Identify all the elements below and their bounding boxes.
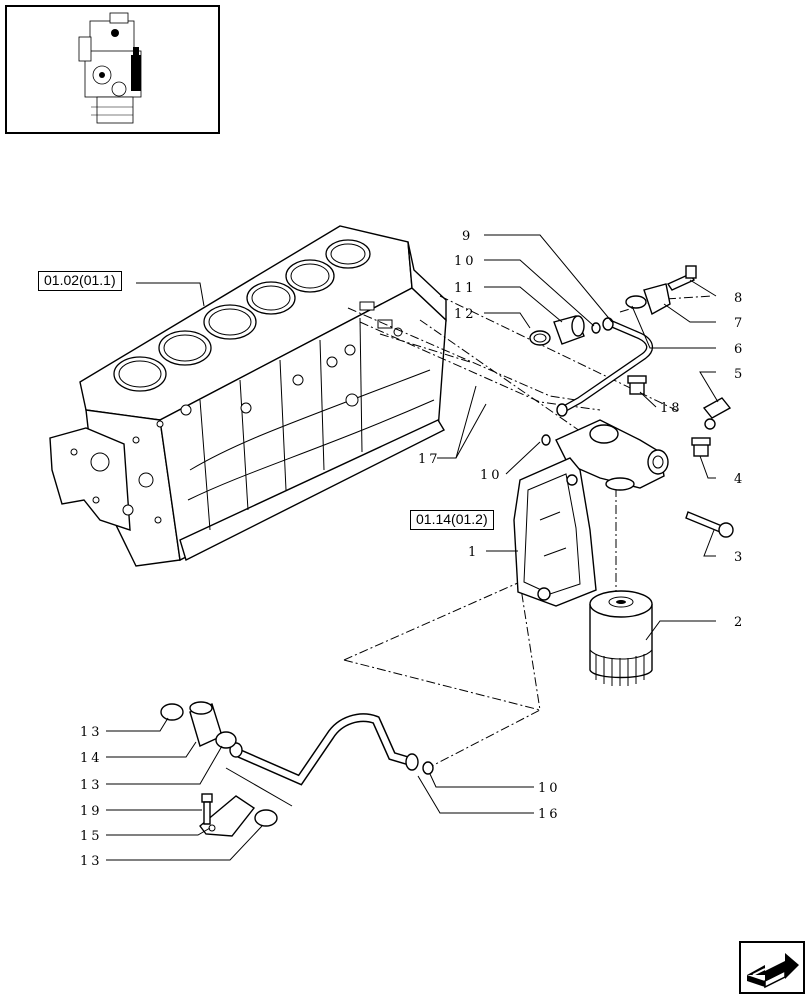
callout-10: 10 — [480, 468, 503, 483]
callout-labels: 9 10 11 12 8 7 6 5 18 17 10 4 3 1 2 13 1… — [80, 229, 745, 869]
bolt-8 — [666, 265, 697, 291]
bolt-3 — [685, 511, 734, 538]
callout-6: 6 — [734, 342, 745, 357]
plug-18 — [627, 375, 647, 395]
callout-10: 10 — [538, 781, 561, 796]
screw-19 — [201, 793, 213, 825]
plug-4 — [691, 437, 711, 457]
callout-16: 16 — [538, 807, 561, 822]
callout-5: 5 — [734, 367, 745, 382]
callout-7: 7 — [734, 316, 745, 331]
support-bracket-15 — [199, 795, 256, 837]
clamp-13b — [215, 731, 237, 749]
return-pipe — [225, 713, 419, 807]
cylinder-block-reference[interactable]: 01.02(01.1) — [38, 271, 122, 291]
o-ring-12 — [529, 330, 551, 346]
next-page-arrow-icon — [747, 953, 799, 989]
o-ring-10a — [591, 322, 601, 334]
next-page-button[interactable] — [739, 941, 805, 994]
o-ring-10b — [541, 434, 551, 446]
sensor-5 — [702, 397, 732, 430]
callout-9: 9 — [462, 229, 473, 244]
engine-thumbnail-icon — [78, 12, 142, 124]
callout-17: 17 — [418, 452, 441, 467]
callout-3: 3 — [734, 550, 745, 565]
callout-18: 18 — [660, 401, 683, 416]
union-fitting-11 — [553, 315, 585, 345]
callout-19: 19 — [80, 804, 103, 819]
callout-14: 14 — [80, 751, 103, 766]
callout-10: 10 — [454, 254, 477, 269]
callout-15: 15 — [80, 829, 103, 844]
callout-2: 2 — [734, 615, 745, 630]
callout-1: 1 — [468, 545, 479, 560]
callout-11: 11 — [454, 281, 477, 296]
clamp-13a — [160, 703, 184, 721]
o-ring-10c — [422, 761, 434, 775]
bracket-7 — [625, 283, 671, 316]
cylinder-block — [49, 225, 447, 567]
leader-lines — [106, 234, 719, 861]
oil-cooler-reference[interactable]: 01.14(01.2) — [410, 510, 494, 530]
callout-8: 8 — [734, 291, 745, 306]
callout-13: 13 — [80, 725, 103, 740]
hose-14 — [189, 701, 223, 747]
engine-thumbnail[interactable] — [5, 5, 220, 134]
clamp-13c — [254, 809, 278, 827]
callout-4: 4 — [734, 472, 745, 487]
callout-13: 13 — [80, 778, 103, 793]
callout-12: 12 — [454, 307, 477, 322]
oil-filter — [589, 590, 653, 686]
callout-13: 13 — [80, 854, 103, 869]
oil-cooler — [513, 457, 597, 607]
